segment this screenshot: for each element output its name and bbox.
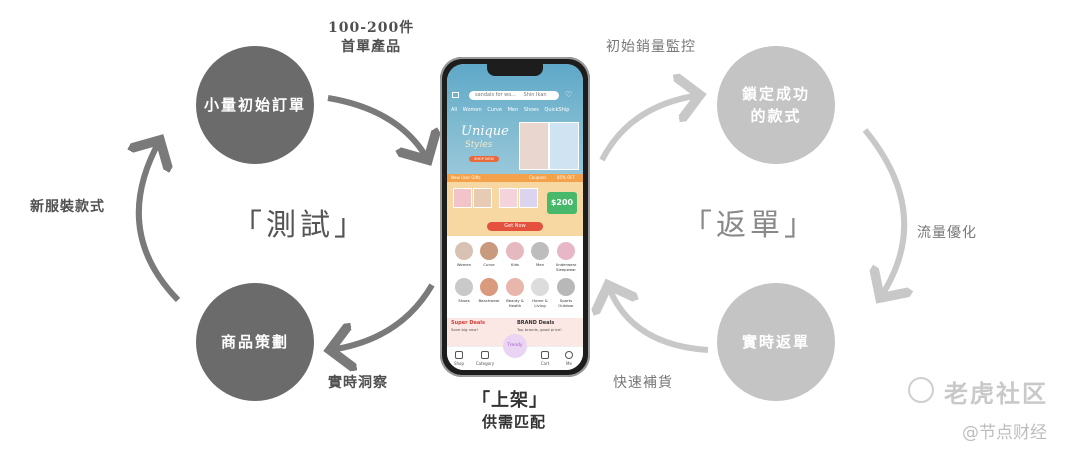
nav-all[interactable]: All (451, 107, 458, 113)
nav-quickship[interactable]: QuickShip (544, 107, 570, 113)
category-label: Kids (511, 262, 519, 267)
brand-deals-sub: Top brands, good price! (517, 327, 562, 332)
category-label: Sports Outdoor (558, 298, 574, 308)
promo-product-thumb[interactable] (499, 188, 518, 208)
coupon-badge[interactable]: $200 (547, 192, 577, 214)
category-label: Women (456, 262, 472, 267)
label-new-apparel-styles: 新服裝款式 (30, 199, 105, 215)
smartphone-mockup: sandals for wo... Shin Ikan ♡ All Women … (440, 57, 590, 377)
super-deals-title[interactable]: Super Deals (451, 320, 485, 326)
phase-listing: 「上架」 (472, 390, 548, 411)
arrow-planning-to-order (139, 140, 181, 303)
category-beachwear-icon[interactable] (480, 278, 498, 296)
home-icon (455, 351, 463, 359)
category-beauty-icon[interactable] (506, 278, 524, 296)
shop-now-button[interactable]: SHOP NOW (469, 156, 499, 162)
banner-subtitle: Styles (465, 140, 493, 150)
category-label: Underwear Sleepwear (555, 262, 577, 272)
watermark-logo-icon (908, 377, 934, 403)
get-now-button[interactable]: Get Now (487, 222, 543, 231)
phone-notch (487, 64, 543, 76)
promo-product-thumb[interactable] (453, 188, 472, 208)
mail-icon[interactable] (452, 92, 459, 98)
label-initial-sales-monitoring: 初始銷量監控 (606, 39, 696, 55)
search-input[interactable]: sandals for wo... Shin Ikan (469, 91, 559, 100)
category-kids-icon[interactable] (506, 242, 524, 260)
heart-icon[interactable]: ♡ (565, 90, 573, 99)
node-lock-successful-style: 鎖定成功 的款式 (717, 46, 835, 164)
nav-men[interactable]: Men (507, 107, 519, 113)
nav-shoes[interactable]: Shoes (523, 107, 539, 113)
category-label: Men (535, 262, 545, 267)
node-product-planning: 商品策劃 (196, 283, 314, 401)
watermark-brand: 老虎社区 (944, 380, 1048, 408)
tab-shop[interactable]: Shop (449, 351, 469, 366)
arrow-order-to-listing (327, 95, 428, 160)
banner-title: Unique (461, 124, 509, 139)
arrow-lock-to-reorder (862, 128, 904, 298)
category-men-icon[interactable] (531, 242, 549, 260)
phase-test: 「測試」 (232, 208, 368, 243)
cart-icon (541, 351, 549, 359)
category-label: Home & Living (532, 298, 548, 308)
super-deals-sub: Save big now! (451, 327, 478, 332)
label-rapid-replenishment: 快速補貨 (613, 375, 673, 391)
tab-me[interactable]: Me (559, 351, 579, 366)
phase-supply-demand-matching: 供需匹配 (482, 413, 547, 431)
category-label: Curve (483, 262, 495, 267)
category-shoes-icon[interactable] (455, 278, 473, 296)
banner-model-image (549, 122, 579, 170)
arrow-listing-to-planning (330, 283, 435, 350)
tab-trendy[interactable]: Trendy (503, 334, 527, 358)
user-icon (565, 351, 573, 359)
node-realtime-reorder: 實時返單 (717, 283, 835, 401)
arrow-listing-to-lock (599, 95, 700, 162)
watermark-handle: @节点财经 (962, 423, 1047, 443)
tab-category[interactable]: Category (475, 351, 495, 366)
list-icon (481, 351, 489, 359)
category-sports-icon[interactable] (557, 278, 575, 296)
category-label: Shoes (458, 298, 470, 303)
tab-cart[interactable]: Cart (535, 351, 555, 366)
label-first-order-products: 100-200件 首單產品 (328, 20, 415, 55)
label-traffic-optimization: 流量優化 (917, 225, 977, 241)
category-women-icon[interactable] (455, 242, 473, 260)
label-realtime-insight: 實時洞察 (328, 375, 388, 391)
category-home-icon[interactable] (531, 278, 549, 296)
category-underwear-icon[interactable] (557, 242, 575, 260)
category-label: Beauty & Health (506, 298, 524, 308)
promo-product-thumb[interactable] (473, 188, 492, 208)
node-small-initial-order: 小量初始訂單 (196, 46, 314, 164)
brand-deals-title[interactable]: BRAND Deals (517, 320, 555, 326)
banner-model-image (519, 122, 549, 170)
nav-women[interactable]: Women (462, 107, 482, 113)
phase-reorder: 「返單」 (682, 208, 818, 243)
nav-curve[interactable]: Curve (487, 107, 502, 113)
promo-bar: New User Gifts Coupons 85% OFF (447, 174, 583, 182)
app-screen: sandals for wo... Shin Ikan ♡ All Women … (447, 64, 583, 370)
category-curve-icon[interactable] (480, 242, 498, 260)
promo-product-thumb[interactable] (519, 188, 538, 208)
arrow-reorder-to-listing (608, 285, 709, 353)
category-nav: All Women Curve Men Shoes QuickShip (451, 107, 573, 113)
category-label: Beachwear (478, 298, 500, 303)
